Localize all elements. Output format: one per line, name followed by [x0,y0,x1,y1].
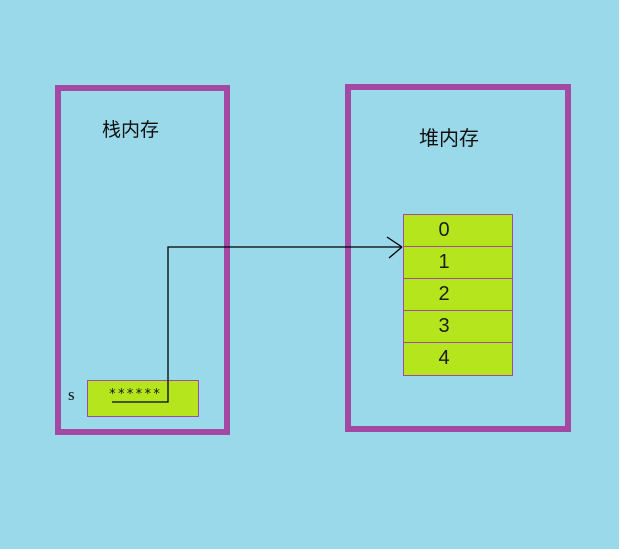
array-cell-4: 4 [404,343,512,375]
array-cell-0: 0 [404,215,512,247]
variable-name-label: s [68,385,75,404]
heap-memory-title: 堆内存 [419,128,479,150]
array-cell-0-label: 0 [438,219,450,241]
variable-value-text: ****** [108,387,162,402]
array-cell-3: 3 [404,311,512,343]
array-cell-1: 1 [404,247,512,279]
stack-memory-title: 栈内存 [102,120,160,141]
array-cell-2: 2 [404,279,512,311]
array-cell-2-label: 2 [438,283,450,305]
stack-memory-box: 栈内存 s ****** [55,85,230,435]
stack-variable-box: ****** [87,380,199,417]
array-cell-1-label: 1 [438,251,450,273]
heap-array: 0 1 2 3 4 [403,214,513,376]
array-cell-4-label: 4 [438,347,450,369]
heap-memory-box: 堆内存 0 1 2 3 4 [345,84,571,432]
array-cell-3-label: 3 [438,315,450,337]
